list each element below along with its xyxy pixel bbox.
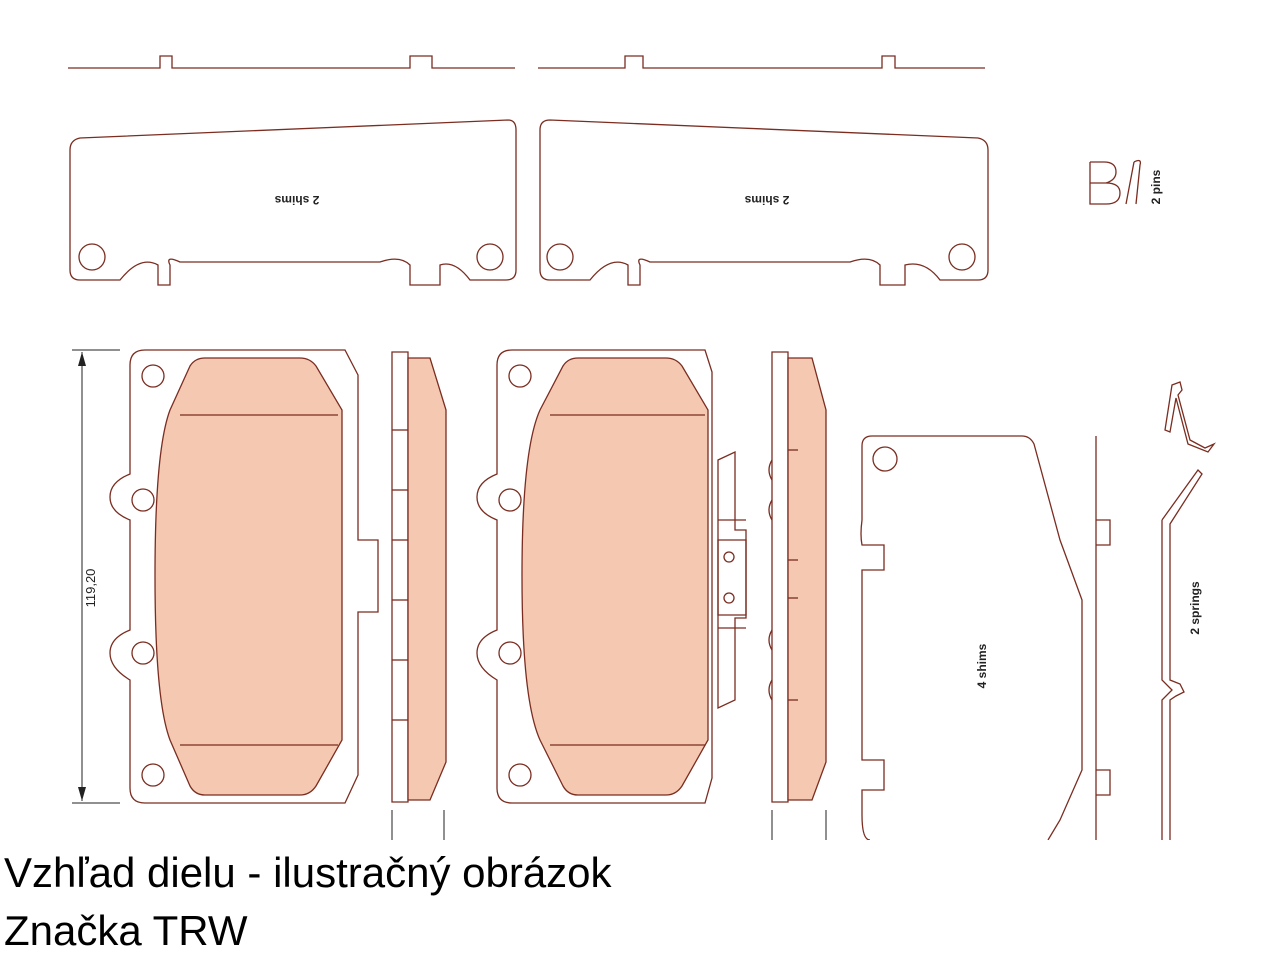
shim-large: 4 shims: [860, 435, 1083, 840]
brake-pad-diagram: 2 shims 2 shims 2 pins 119,20: [68, 55, 1217, 840]
height-dimension-value: 119,20: [83, 569, 98, 608]
wear-indicator-bracket: [717, 450, 747, 710]
springs-label: 2 springs: [1188, 581, 1202, 635]
brake-pad-right-side: [768, 351, 827, 840]
friction-material-right: [521, 357, 709, 796]
brake-pad-right-front: [476, 349, 713, 804]
height-dimension: 119,20: [72, 349, 120, 804]
pins-label: 2 pins: [1149, 169, 1163, 204]
shims-label-right: 2 shims: [744, 193, 789, 207]
springs-illustration: 2 springs: [1161, 381, 1217, 840]
brake-pad-left-front: [109, 349, 379, 804]
shim-side-view-vertical: [1095, 436, 1111, 840]
brake-pad-left-side: [391, 351, 447, 840]
friction-material-left: [154, 357, 343, 796]
caption-brand: Značka TRW: [4, 907, 248, 954]
pins-illustration: 2 pins: [1089, 159, 1163, 205]
shim-plan-view-left: 2 shims: [69, 119, 517, 286]
shim-side-view-right: [538, 55, 985, 69]
shims-label-large: 4 shims: [975, 643, 989, 688]
shim-side-view-left: [68, 55, 515, 69]
shim-plan-view-right: 2 shims: [539, 119, 989, 286]
shims-label-left: 2 shims: [274, 193, 319, 207]
caption-illustrative-image: Vzhľad dielu - ilustračný obrázok: [4, 849, 612, 896]
